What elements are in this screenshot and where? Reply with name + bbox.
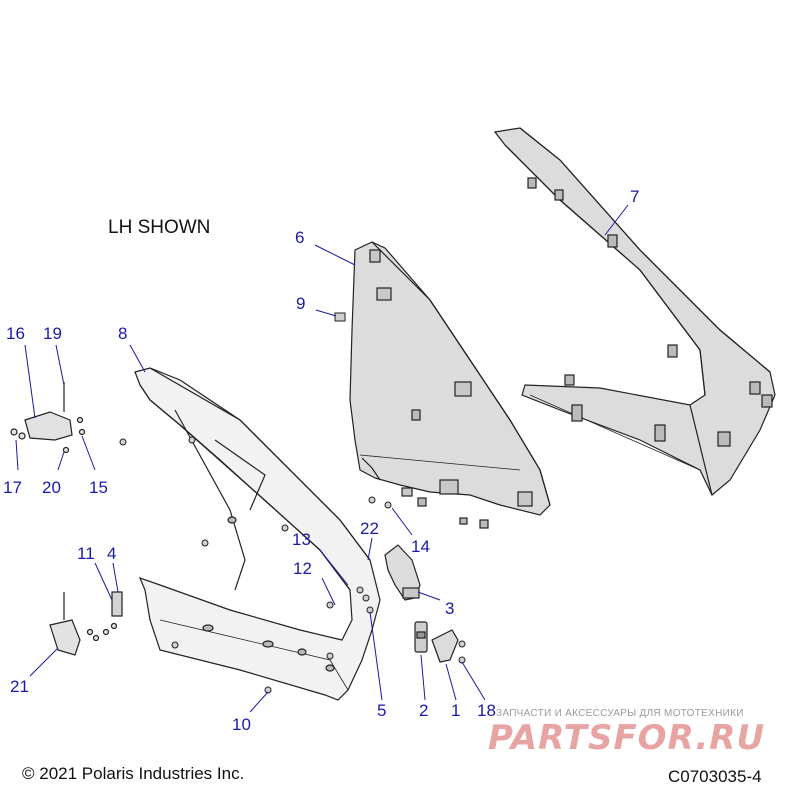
callout-11: 11	[77, 544, 95, 563]
part-6-inner-panel	[349, 241, 551, 529]
callout-19: 19	[43, 324, 62, 343]
hinge-group-lower	[49, 591, 123, 656]
part-8-door-frame	[134, 367, 381, 701]
callout-5: 5	[377, 701, 387, 720]
view-note: LH SHOWN	[108, 217, 211, 238]
callout-4: 4	[107, 544, 117, 563]
part-3-latch	[384, 544, 421, 601]
watermark-logo: PARTSFOR.RU	[488, 718, 766, 758]
callout-21: 21	[10, 677, 29, 696]
part-7-outer-panel	[493, 127, 776, 496]
leader-lines	[15, 204, 629, 713]
callout-18: 18	[477, 701, 496, 720]
callout-22: 22	[360, 519, 379, 538]
part-2-striker	[414, 621, 428, 653]
callout-7: 7	[630, 187, 640, 206]
callout-13: 13	[292, 530, 311, 549]
callout-6: 6	[295, 228, 305, 247]
part-1-bracket	[431, 629, 459, 663]
callout-1: 1	[451, 701, 461, 720]
callout-16: 16	[6, 324, 25, 343]
callout-17: 17	[3, 478, 22, 497]
callout-14: 14	[411, 537, 430, 556]
callout-2: 2	[419, 701, 429, 720]
drawing-number: C0703035-4	[668, 767, 762, 786]
callout-15: 15	[89, 478, 108, 497]
hinge-group-left	[10, 382, 86, 454]
copyright-text: © 2021 Polaris Industries Inc.	[22, 764, 245, 783]
callout-12: 12	[293, 559, 312, 578]
fasteners	[119, 312, 466, 694]
callout-10: 10	[232, 715, 251, 734]
callout-9: 9	[296, 294, 306, 313]
callout-20: 20	[42, 478, 61, 497]
callout-8: 8	[118, 324, 128, 343]
callout-3: 3	[445, 599, 455, 618]
watermark-tagline: ЗАПЧАСТИ И АКСЕССУАРЫ ДЛЯ МОТОТЕХНИКИ	[496, 708, 744, 719]
